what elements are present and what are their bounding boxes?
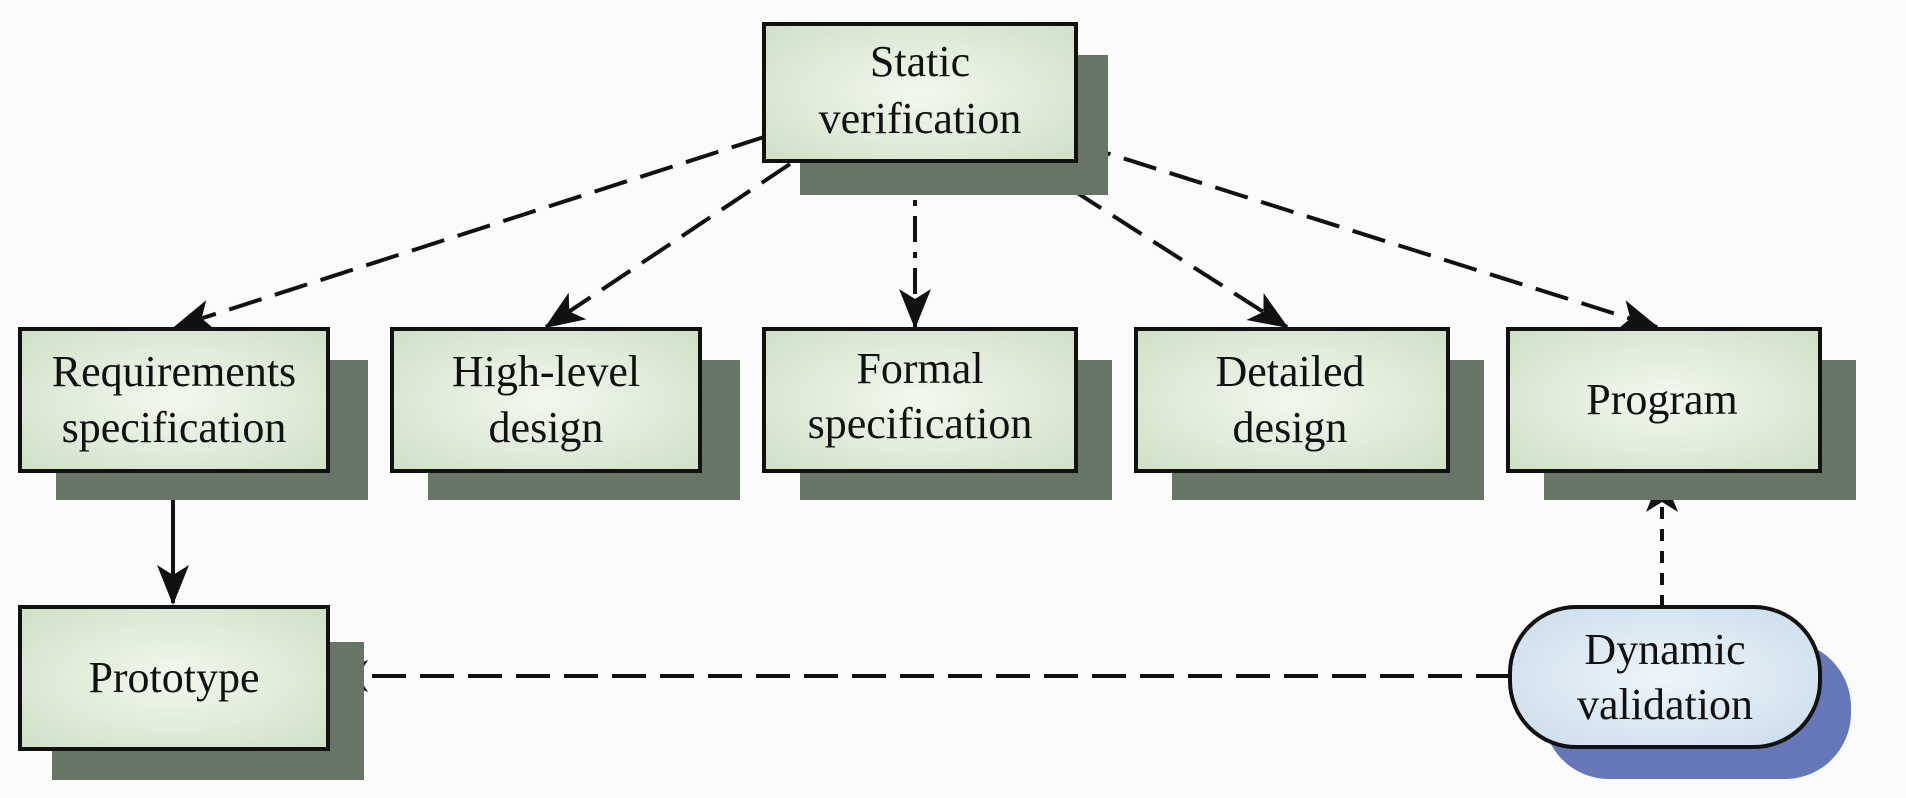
- node-static-verification[interactable]: Static verification: [762, 22, 1108, 195]
- edge-static-to-requirements: [173, 135, 765, 331]
- edges: [157, 135, 1678, 692]
- node-label-line1: Requirements: [52, 347, 296, 396]
- node-prototype[interactable]: Prototype: [18, 605, 364, 780]
- node-formal-specification[interactable]: Formal specification: [762, 327, 1112, 500]
- node-label-line2: design: [1233, 403, 1348, 452]
- node-box: [762, 327, 1078, 473]
- node-label-line1: Detailed: [1215, 347, 1364, 396]
- node-box: [390, 327, 702, 473]
- node-label-line2: design: [489, 403, 604, 452]
- node-box: [1134, 327, 1450, 473]
- node-label-line1: Dynamic: [1584, 625, 1745, 674]
- node-program[interactable]: Program: [1506, 327, 1856, 500]
- node-label-line2: specification: [808, 399, 1033, 448]
- node-box: [762, 22, 1078, 163]
- node-label-line1: Program: [1586, 375, 1738, 424]
- node-label-line1: Formal: [856, 344, 983, 393]
- node-label-line1: Static: [870, 37, 970, 86]
- node-label-line2: validation: [1577, 680, 1753, 729]
- node-detailed-design[interactable]: Detailed design: [1134, 327, 1484, 500]
- node-high-level-design[interactable]: High-level design: [390, 327, 740, 500]
- node-dynamic-validation[interactable]: Dynamic validation: [1508, 605, 1851, 779]
- node-label-line2: specification: [62, 403, 287, 452]
- node-box: [18, 327, 330, 473]
- node-box: [18, 605, 330, 751]
- node-requirements-specification[interactable]: Requirements specification: [18, 327, 368, 500]
- edge-static-to-high-level-design: [544, 162, 792, 329]
- node-pill: [1508, 605, 1822, 749]
- node-label-line1: Prototype: [88, 653, 259, 702]
- edge-static-to-program: [1077, 142, 1659, 331]
- node-box: [1506, 327, 1822, 473]
- node-label-line1: High-level: [452, 347, 640, 396]
- node-label-line2: verification: [819, 94, 1022, 143]
